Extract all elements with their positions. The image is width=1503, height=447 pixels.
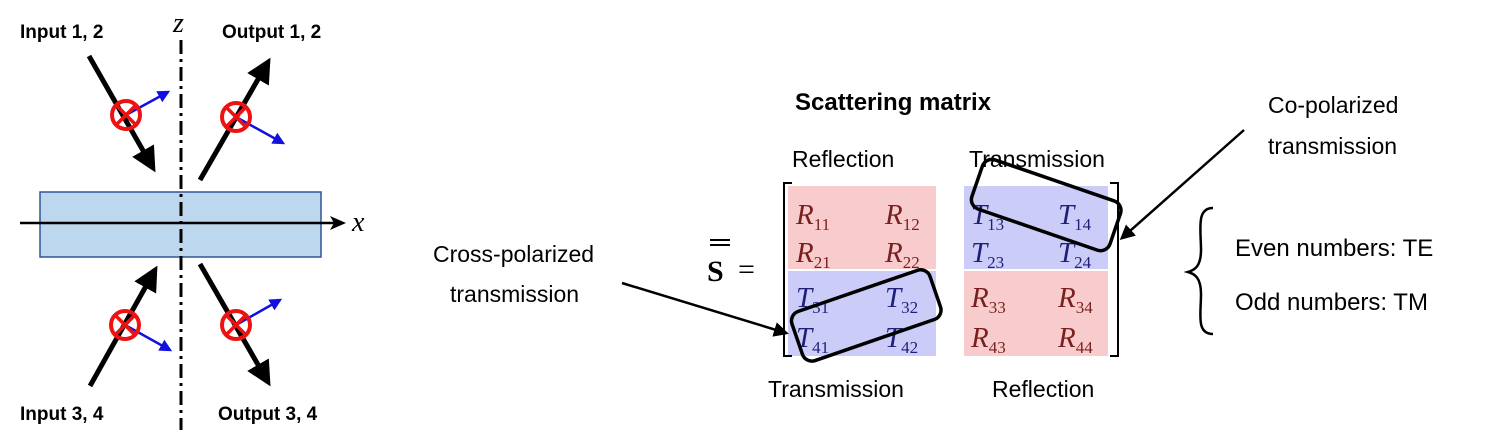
curly-brace [1183, 206, 1214, 336]
input-3-4-label: Input 3, 4 [20, 404, 104, 425]
matrix-entry-r22: R22 [884, 237, 920, 272]
x-axis-label: x [351, 207, 365, 238]
matrix-entry-t14: T14 [1058, 199, 1092, 234]
co-polarized-highlight-box [969, 157, 1123, 253]
matrix-entry-t32: T32 [885, 282, 918, 317]
even-numbers-label: Even numbers: TE [1235, 235, 1433, 262]
x-axis-arrowhead [330, 216, 346, 230]
matrix-left-bracket [783, 182, 792, 357]
reflection-block-top-left [788, 186, 936, 269]
reflection-top-label: Reflection [792, 146, 894, 172]
transmission-bottom-label: Transmission [768, 376, 904, 402]
odd-numbers-label: Odd numbers: TM [1235, 289, 1428, 316]
cross-polarized-label-line2: transmission [450, 281, 579, 307]
matrix-entry-r33: R33 [970, 282, 1006, 317]
reflection-block-bottom-right [964, 271, 1108, 356]
matrix-entry-r21: R21 [795, 237, 831, 272]
cross-polarized-label-line1: Cross-polarized [433, 241, 594, 267]
polarization-marker-output-1-2 [220, 101, 286, 145]
s-matrix-symbol: S = [707, 239, 755, 288]
matrix-entry-r44: R44 [1057, 322, 1093, 357]
output-1-2-label: Output 1, 2 [222, 22, 321, 43]
matrix-right-bracket [1110, 182, 1119, 357]
cross-polarized-highlight-box [789, 268, 943, 363]
matrix-entry-r12: R12 [884, 199, 920, 234]
cross-polarized-arrow [621, 281, 789, 337]
left-figure: x z [20, 8, 365, 430]
matrix-entry-t23: T23 [971, 237, 1004, 272]
matrix-entry-r43: R43 [970, 322, 1006, 357]
co-polarized-label-line2: transmission [1268, 133, 1397, 159]
equals-sign: = [738, 253, 755, 286]
polarization-marker-output-3-4 [220, 298, 283, 341]
polarization-marker-input-3-4 [109, 309, 173, 352]
input-1-2-label: Input 1, 2 [20, 22, 103, 43]
co-polarized-label-line1: Co-polarized [1268, 92, 1398, 118]
matrix-panel: Scattering matrix Reflection Transmissio… [433, 89, 1433, 402]
matrix-entry-t24: T24 [1058, 237, 1092, 272]
matrix-entry-r34: R34 [1057, 282, 1093, 317]
polarization-marker-input-1-2 [110, 90, 171, 131]
matrix-entry-r11: R11 [795, 199, 830, 234]
z-axis-label: z [172, 8, 184, 39]
co-polarized-arrow [1119, 129, 1245, 240]
reflection-bottom-label: Reflection [992, 376, 1094, 402]
matrix-title: Scattering matrix [795, 89, 992, 116]
output-3-4-label: Output 3, 4 [218, 404, 318, 425]
transmission-block-bottom-left [788, 271, 936, 356]
s-symbol: S [707, 255, 724, 288]
dielectric-slab [39, 191, 322, 258]
